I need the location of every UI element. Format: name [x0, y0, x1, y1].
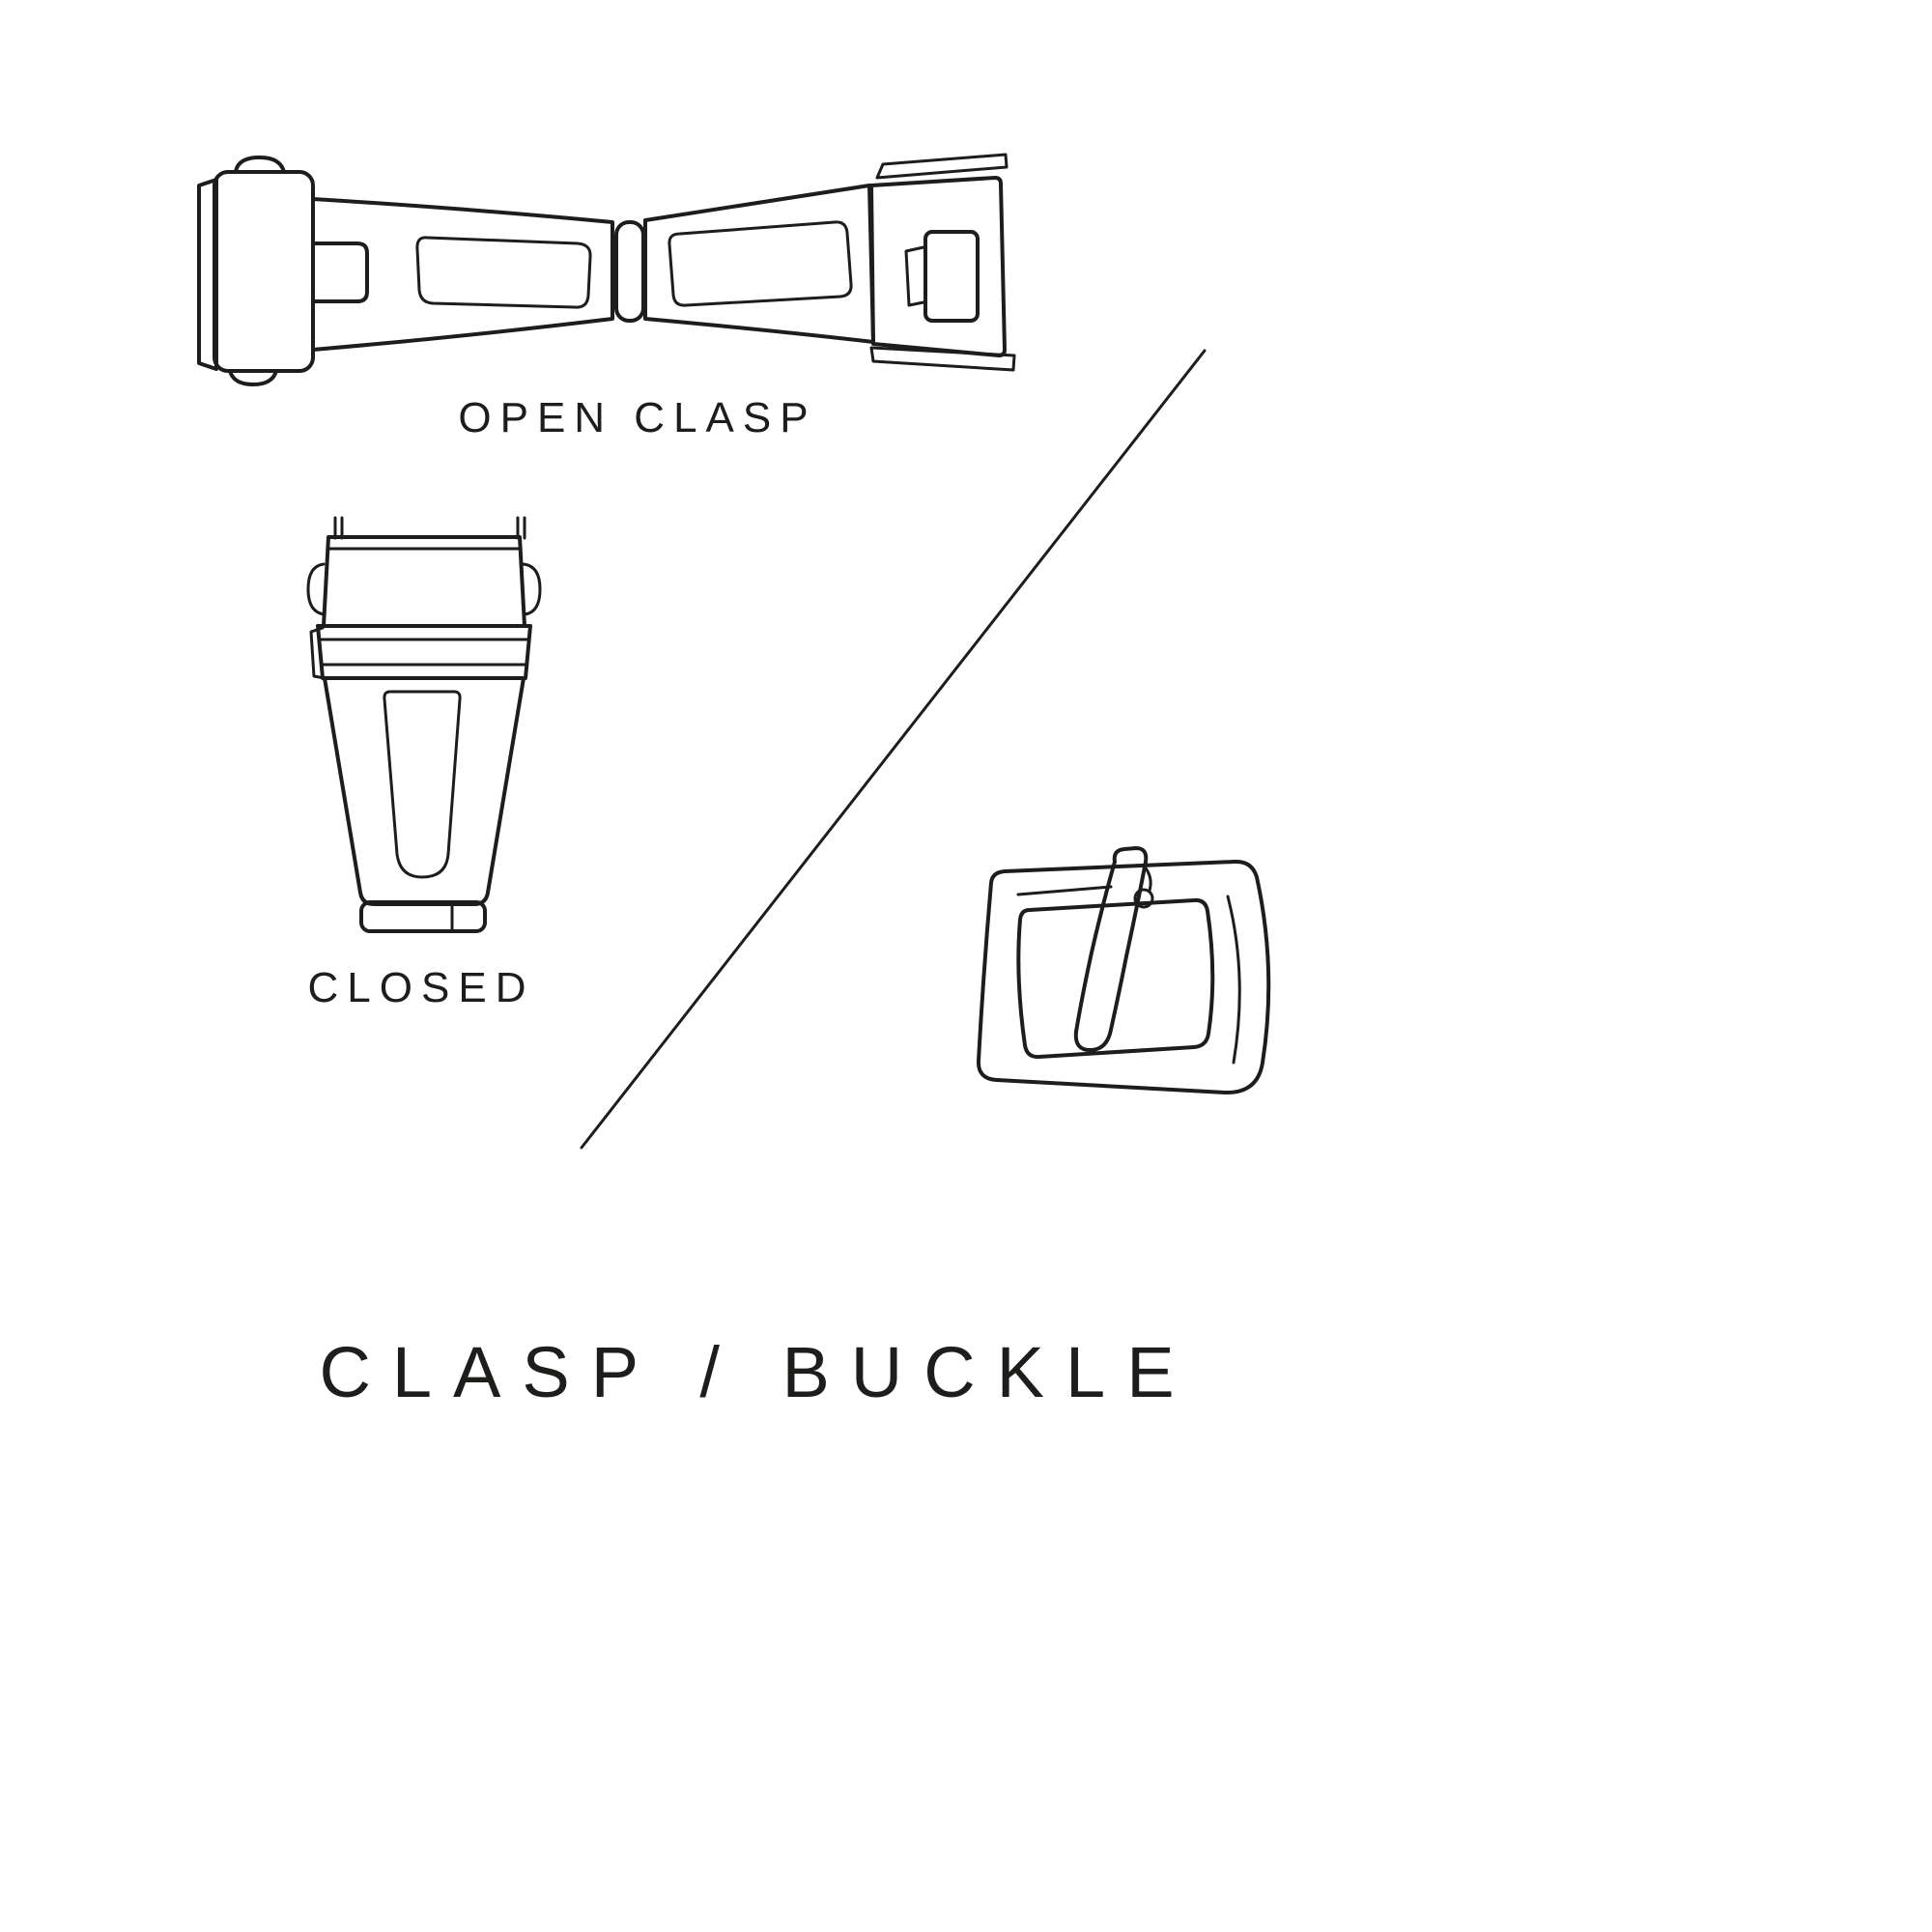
page-title: CLASP / BUCKLE [319, 1332, 1196, 1412]
buckle-side-band-line [1226, 895, 1241, 1065]
closed-clasp-band [316, 624, 532, 680]
open-clasp-bottom-bar [869, 346, 1016, 372]
closed-clasp-band-notch [309, 626, 327, 680]
buckle-pin-rod [1016, 885, 1113, 896]
open-clasp-left-arm [311, 197, 614, 352]
closed-clasp-prong-left [333, 516, 344, 540]
open-clasp-left-notch [311, 242, 369, 303]
open-clasp-hinge [614, 220, 645, 323]
open-clasp-illustration [197, 153, 1016, 386]
diagonal-divider-line [580, 349, 1207, 1150]
buckle-pin-coil [1133, 888, 1154, 909]
closed-clasp-prong-right [516, 516, 526, 540]
closed-clasp-illustration [306, 516, 542, 933]
closed-clasp-foot [359, 900, 487, 933]
buckle-tang [1073, 846, 1149, 1053]
open-clasp-right-inner-panel [668, 220, 853, 307]
closed-label: CLOSED [307, 964, 535, 1011]
tang-buckle-illustration [976, 846, 1271, 1095]
closed-clasp-inner-slot [383, 690, 462, 879]
open-clasp-left-block [213, 170, 315, 373]
open-clasp-label: OPEN CLASP [458, 394, 817, 441]
closed-clasp-ear-right [522, 562, 542, 616]
buckle-outer-frame [976, 859, 1271, 1095]
open-clasp-top-bump [234, 155, 286, 174]
open-clasp-right-arm [643, 184, 875, 344]
open-clasp-bottom-bump [228, 369, 278, 386]
closed-clasp-ear-left [306, 562, 327, 616]
open-clasp-end-piece [869, 176, 1007, 357]
open-clasp-top-bar [875, 153, 1009, 180]
buckle-inner-window [1016, 897, 1215, 1060]
closed-clasp-top-block [322, 535, 526, 628]
open-clasp-hook [904, 245, 925, 307]
open-clasp-cutout [923, 230, 980, 323]
open-clasp-left-inner-panel [415, 236, 592, 309]
closed-clasp-body [323, 676, 526, 906]
open-clasp-left-strip [197, 178, 218, 371]
